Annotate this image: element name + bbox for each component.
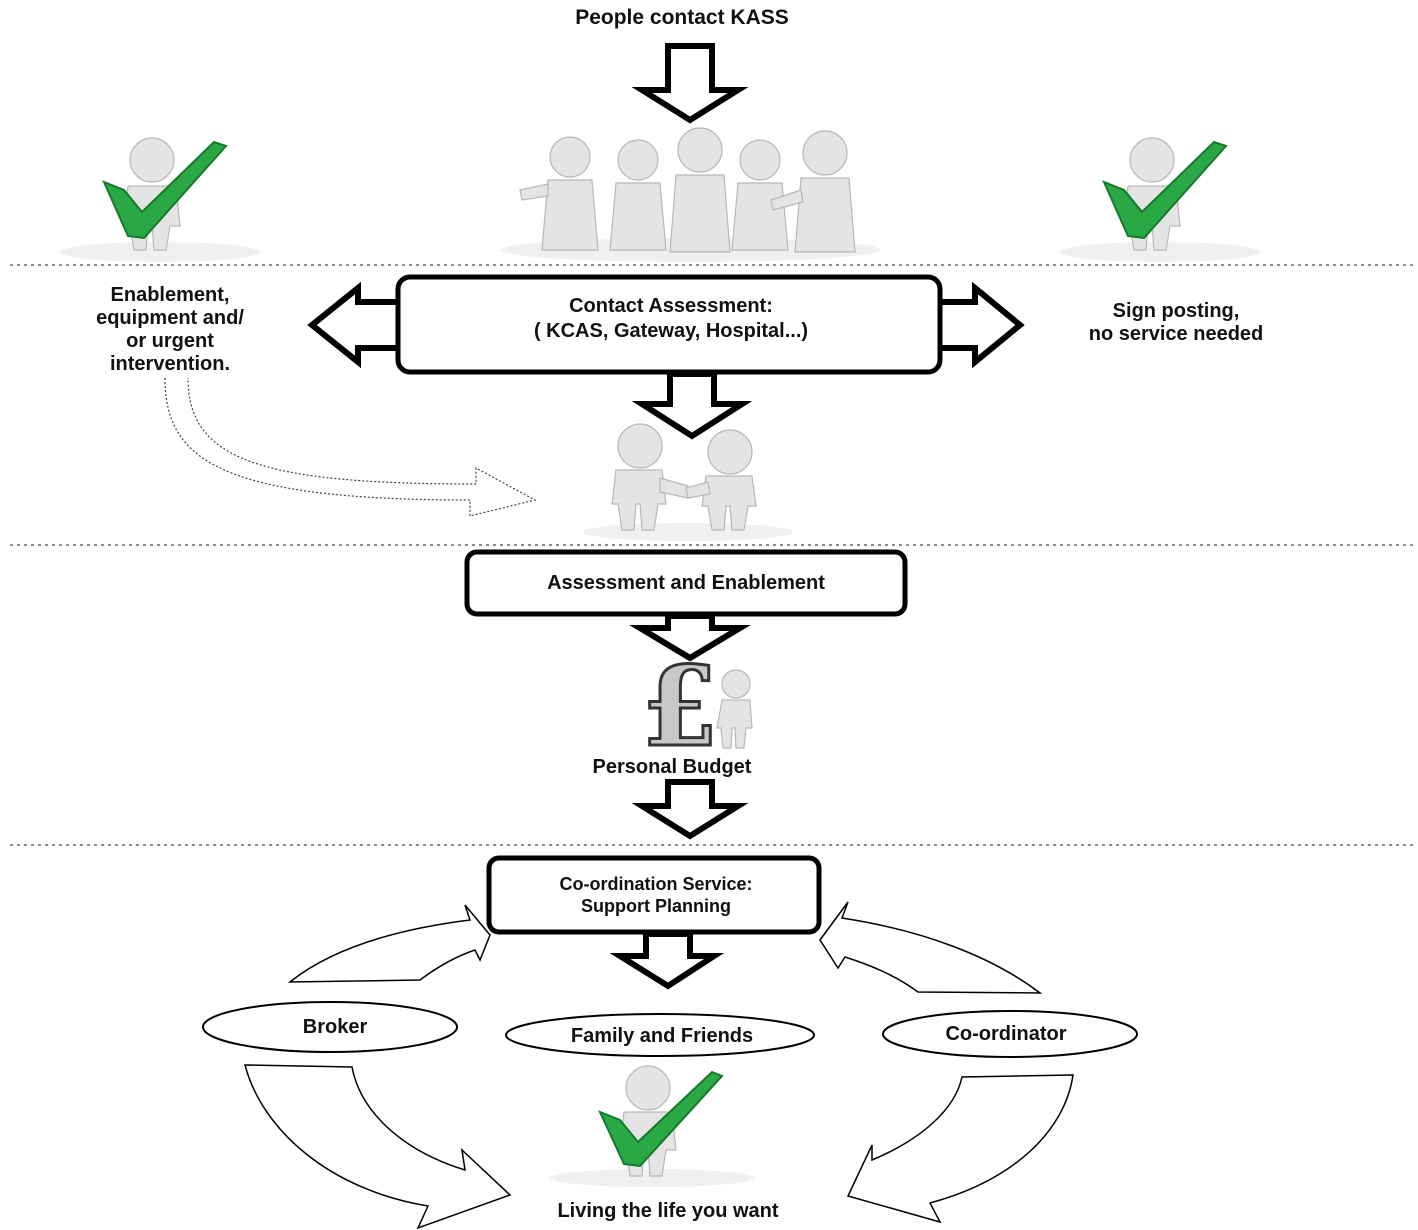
down-arrow — [629, 613, 751, 662]
coordination-title: Co-ordination Service: — [559, 874, 752, 894]
person-with-check-icon — [60, 137, 260, 262]
svg-text:£: £ — [642, 642, 719, 771]
curved-arrow — [846, 1074, 1074, 1224]
right-outcome-line: Sign posting, — [1113, 300, 1240, 322]
right-arrow — [935, 281, 1025, 369]
broker-ellipse — [202, 1001, 458, 1053]
assessment-enablement-label: Assessment and Enablement — [547, 572, 825, 594]
handshake-icon — [583, 423, 793, 541]
curved-arrow — [819, 901, 1043, 994]
left-arrow — [307, 281, 403, 369]
curved-arrow — [287, 904, 491, 983]
coordinator-label: Co-ordinator — [945, 1023, 1066, 1045]
final-label: Living the life you want — [557, 1200, 778, 1222]
contact-assessment-title: Contact Assessment: — [569, 295, 773, 317]
personal-budget-label: Personal Budget — [593, 756, 752, 778]
down-arrow — [631, 779, 749, 840]
dotted-curved-arrow — [164, 377, 537, 517]
left-outcome-line: intervention. — [110, 353, 230, 375]
coordination-service-box — [486, 855, 822, 935]
family-ellipse — [505, 1013, 815, 1057]
contact-assessment-subtitle: ( KCAS, Gateway, Hospital...) — [534, 320, 808, 342]
left-outcome-line: or urgent — [126, 330, 214, 352]
person-with-check-icon — [1060, 137, 1260, 262]
curved-arrow — [244, 1064, 512, 1230]
left-outcome-line: Enablement, — [111, 284, 230, 306]
coordinator-ellipse — [882, 1010, 1138, 1058]
broker-label: Broker — [303, 1016, 368, 1038]
right-outcome-line: no service needed — [1089, 323, 1264, 345]
coordination-subtitle: Support Planning — [581, 896, 731, 916]
down-arrow — [609, 931, 725, 990]
top-label: People contact KASS — [575, 6, 789, 29]
left-outcome-line: equipment and/ — [96, 307, 244, 329]
group-of-people-icon — [500, 127, 880, 262]
down-arrow — [631, 43, 749, 124]
pound-sign-icon: £ — [640, 641, 753, 773]
family-label: Family and Friends — [571, 1025, 753, 1047]
person-with-check-icon — [550, 1065, 754, 1187]
down-arrow — [631, 371, 753, 440]
